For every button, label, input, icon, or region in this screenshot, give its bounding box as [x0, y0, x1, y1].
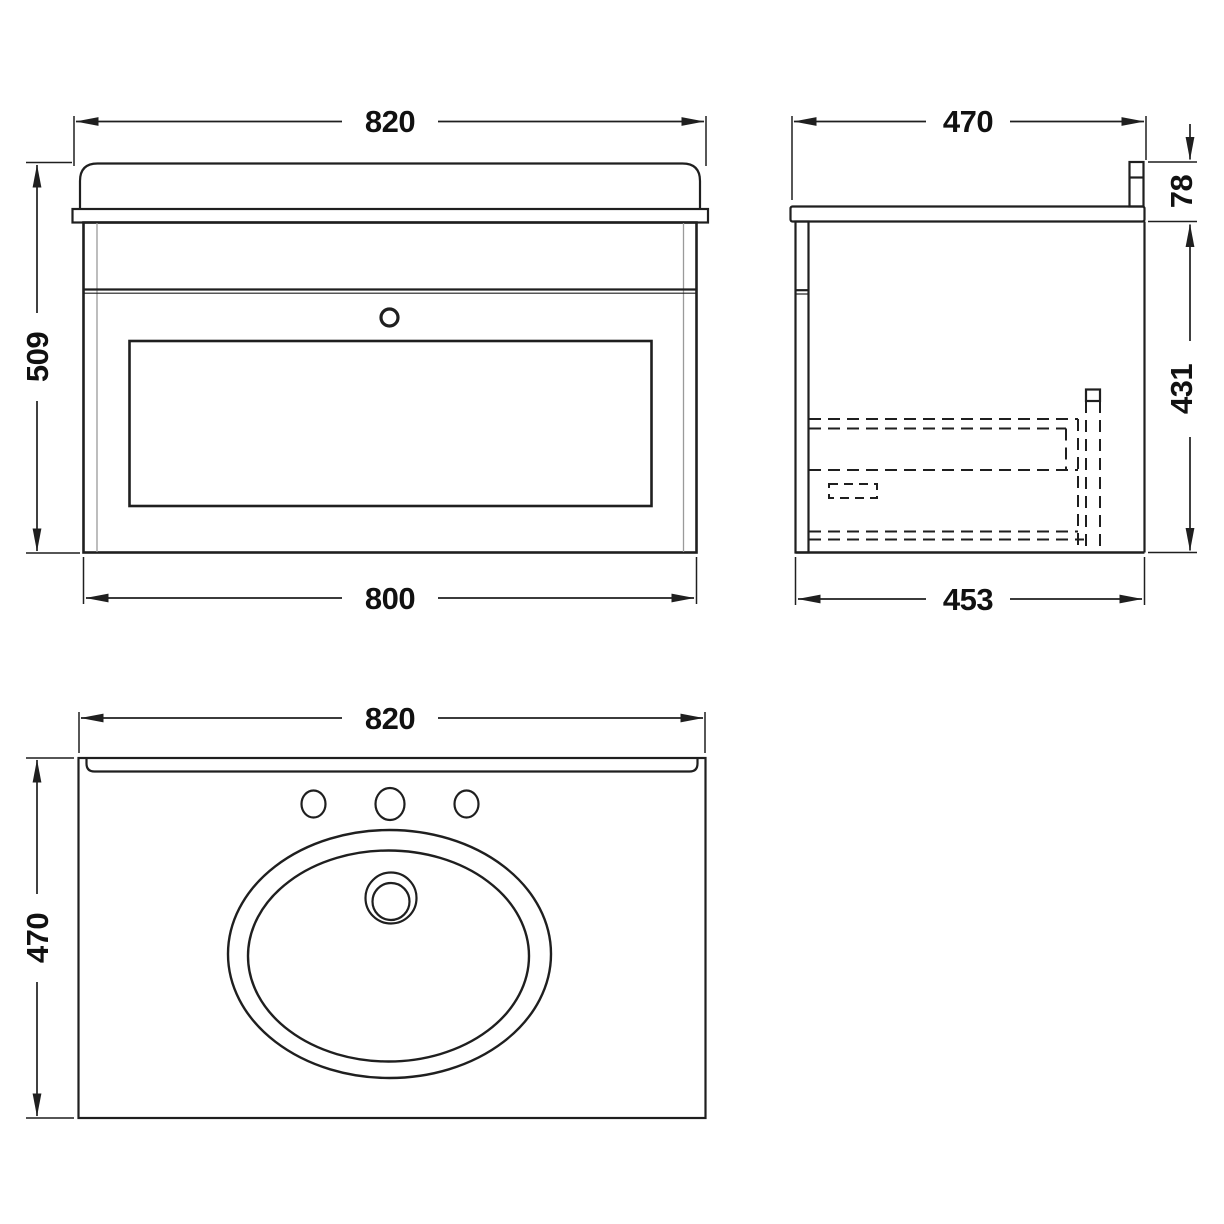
- front-knob-hole: [379, 307, 400, 328]
- side-front-panel: [794, 220, 810, 554]
- side-dim-cabinet-depth: 453: [794, 557, 1146, 617]
- plan-worktop-outline: [77, 756, 707, 1120]
- drawer-fixing-bracket: [828, 483, 878, 499]
- plan-dim-worktop-depth: 470: [20, 757, 74, 1119]
- front-drawer-recess: [128, 339, 653, 508]
- tap-hole-middle: [374, 786, 406, 822]
- front-worktop: [78, 162, 702, 209]
- side-view: 470 78 431 453: [789, 104, 1199, 617]
- dimension-value: 470: [943, 104, 993, 139]
- tap-hole-right: [453, 789, 480, 819]
- side-upstand: [1128, 160, 1145, 208]
- plumbing-recess-cap: [1084, 388, 1102, 403]
- front-worktop-ledge: [71, 207, 710, 224]
- dimension-value: 820: [365, 104, 415, 139]
- front-dim-cabinet-width: 800: [82, 557, 698, 616]
- plan-worktop-edge-band: [85, 759, 699, 773]
- front-dim-worktop-width: 820: [73, 104, 707, 166]
- dimension-value: 800: [365, 581, 415, 616]
- side-dim-upstand-height: 78: [1148, 124, 1199, 223]
- front-cabinet: [82, 221, 698, 554]
- side-worktop-slab: [789, 205, 1146, 223]
- tap-hole-left: [300, 789, 327, 819]
- dimension-value: 470: [20, 913, 55, 963]
- side-dim-cabinet-height: 431: [1148, 224, 1199, 554]
- front-view: 820 509 800: [20, 104, 710, 616]
- dimension-value: 820: [365, 701, 415, 736]
- plan-tap-holes: [300, 786, 480, 822]
- plan-basin-outer-rim: [226, 828, 553, 1080]
- dimension-value: 509: [20, 332, 55, 382]
- dimension-value: 78: [1164, 175, 1199, 209]
- plan-view: 820 470: [20, 701, 707, 1120]
- front-dim-overall-height: 509: [20, 161, 80, 554]
- plan-waste-inner: [371, 881, 411, 922]
- dimension-value: 453: [943, 582, 993, 617]
- plan-waste-outer: [364, 871, 418, 925]
- side-hidden-drawer-lines: [809, 388, 1102, 551]
- plan-basin-inner-bowl: [246, 849, 531, 1063]
- side-dim-worktop-depth: 470: [791, 104, 1147, 200]
- dimension-value: 431: [1164, 364, 1199, 414]
- plan-dim-worktop-width: 820: [78, 701, 706, 753]
